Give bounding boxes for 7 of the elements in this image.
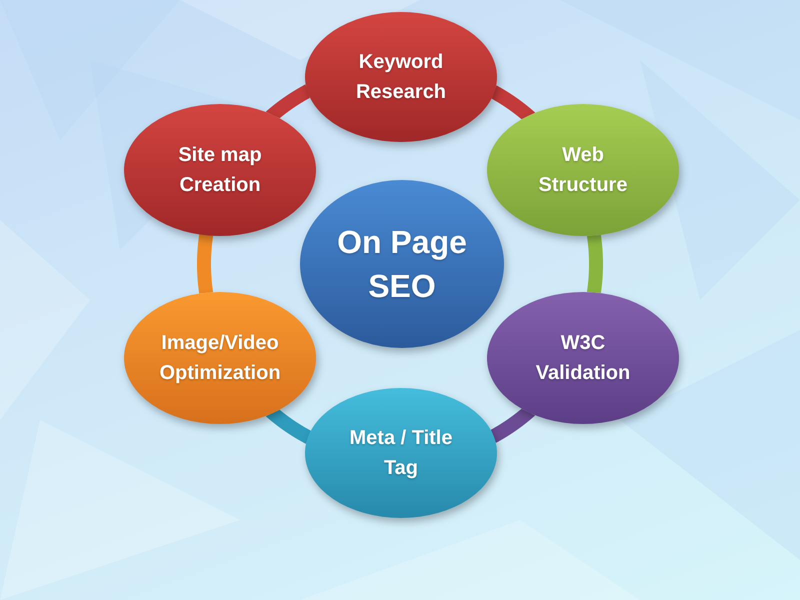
- topic-label: W3C Validation: [534, 331, 632, 386]
- topic-label: Site map Creation: [177, 143, 263, 198]
- hub-label: On Page SEO: [336, 222, 468, 306]
- topic-label: Meta / Title Tag: [348, 426, 454, 481]
- topic-label: Image/Video Optimization: [158, 331, 282, 386]
- topic-label: Web Structure: [538, 143, 628, 198]
- topic-label: Keyword Research: [354, 50, 448, 105]
